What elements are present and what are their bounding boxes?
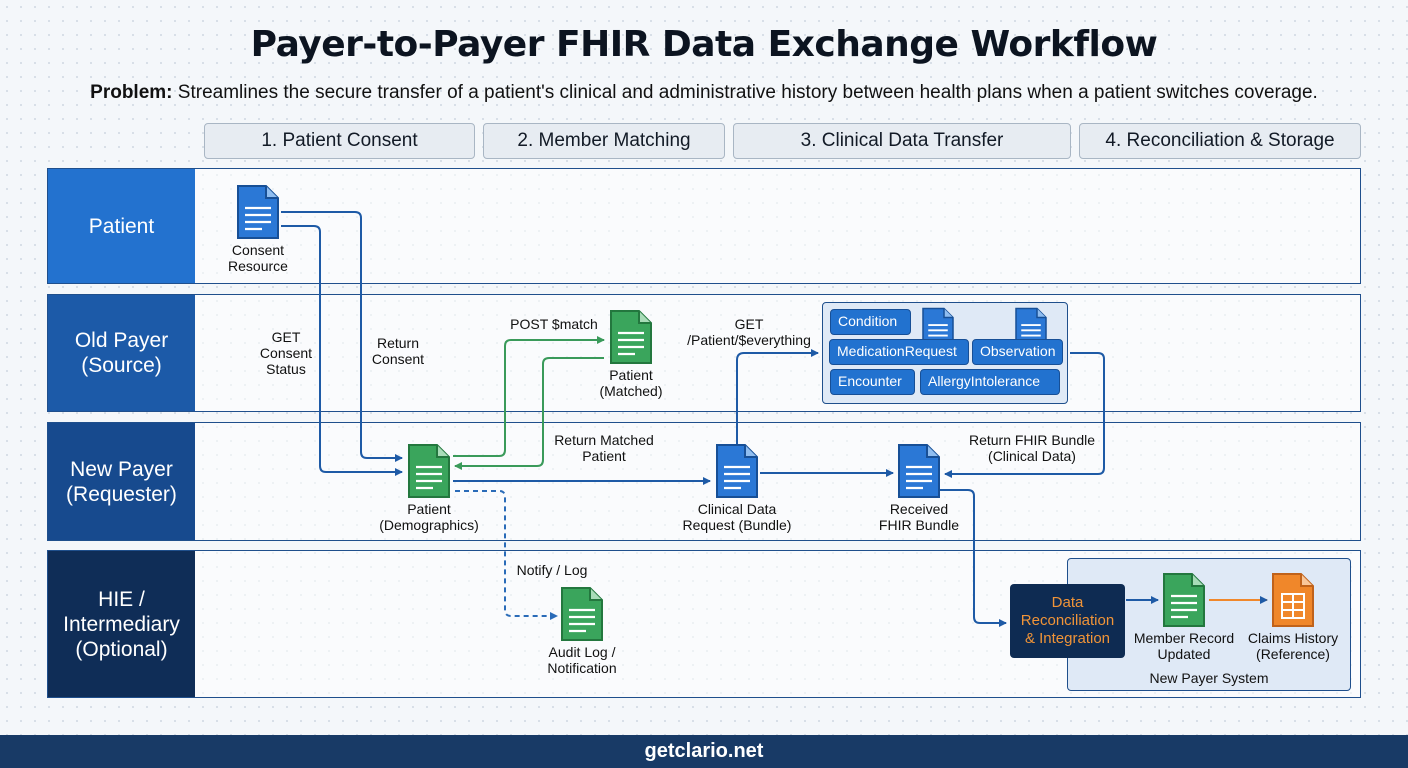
label-get-consent-status: GET Consent Status [259, 329, 313, 377]
lane-label-patient: Patient [48, 169, 195, 283]
arrow-get-consent [281, 225, 403, 476]
label-member-record: Member Record Updated [1133, 630, 1235, 662]
resource-encounter: Encounter [830, 369, 915, 395]
resource-observation: Observation [972, 339, 1063, 365]
label-consent-resource: Consent Resource [228, 242, 288, 274]
lane-label-new-payer: New Payer (Requester) [48, 423, 195, 540]
arrow-return-bundle [944, 352, 1105, 478]
label-clinical-data-request: Clinical Data Request (Bundle) [682, 501, 792, 533]
patient-matched-document-icon [610, 310, 652, 364]
patient-demographics-document-icon [408, 444, 450, 498]
label-return-fhir-bundle: Return FHIR Bundle (Clinical Data) [968, 432, 1096, 464]
arrow-post-match [453, 336, 605, 457]
problem-statement: Problem: Streamlines the secure transfer… [0, 82, 1408, 104]
problem-label: Problem: [90, 82, 173, 103]
consent-document-icon [237, 185, 279, 239]
label-notify-log: Notify / Log [516, 562, 588, 578]
resource-medication-request: MedicationRequest [829, 339, 969, 365]
claims-history-table-document-icon [1272, 573, 1314, 627]
audit-log-document-icon [561, 587, 603, 641]
label-post-match: POST $match [510, 316, 598, 332]
data-reconciliation-node: Data Reconciliation & Integration [1010, 584, 1125, 658]
phase-member-matching: 2. Member Matching [483, 123, 725, 159]
label-return-consent: Return Consent [371, 335, 425, 367]
label-claims-history: Claims History (Reference) [1247, 630, 1339, 662]
label-patient-demographics: Patient (Demographics) [379, 501, 479, 533]
arrow-to-reconciliation [940, 489, 1007, 627]
arrow-return-matched [454, 357, 604, 470]
footer-site: getclario.net [0, 735, 1408, 768]
problem-text: Streamlines the secure transfer of a pat… [172, 82, 1318, 103]
phase-clinical-data-transfer: 3. Clinical Data Transfer [733, 123, 1071, 159]
clinical-request-document-icon [716, 444, 758, 498]
label-audit-log: Audit Log / Notification [547, 644, 617, 676]
lane-label-old-payer: Old Payer (Source) [48, 295, 195, 411]
phase-patient-consent: 1. Patient Consent [204, 123, 475, 159]
resource-allergy-intolerance: AllergyIntolerance [920, 369, 1060, 395]
lane-new-payer: New Payer (Requester) [47, 422, 1361, 541]
arrow-notify-log [455, 490, 558, 620]
arrow-return-consent [281, 211, 403, 462]
page-title: Payer-to-Payer FHIR Data Exchange Workfl… [250, 24, 1158, 65]
resource-condition: Condition [830, 309, 911, 335]
phase-reconciliation-storage: 4. Reconciliation & Storage [1079, 123, 1361, 159]
member-record-document-icon [1163, 573, 1205, 627]
lane-old-payer: Old Payer (Source) [47, 294, 1361, 412]
label-return-matched-patient: Return Matched Patient [554, 432, 654, 464]
label-patient-matched: Patient (Matched) [599, 367, 663, 399]
resource-document-icon [922, 307, 954, 349]
lane-label-hie: HIE / Intermediary (Optional) [48, 551, 195, 697]
label-received-fhir-bundle: Received FHIR Bundle [878, 501, 960, 533]
label-get-everything: GET /Patient/$everything [687, 316, 811, 348]
received-bundle-document-icon [898, 444, 940, 498]
arrow-get-everything [736, 349, 819, 444]
new-payer-system-label: New Payer System [1149, 670, 1269, 686]
